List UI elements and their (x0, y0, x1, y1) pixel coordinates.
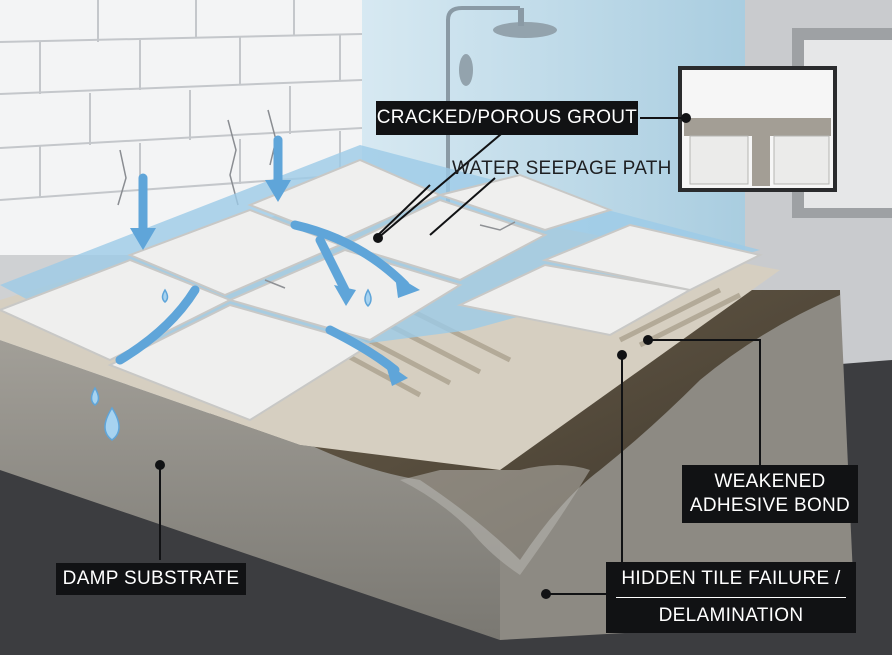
label-water-seepage: WATER SEEPAGE PATH (452, 158, 672, 180)
hidden-failure-text: HIDDEN TILE FAILURE / (621, 568, 841, 589)
label-weakened-adhesive: WEAKENED ADHESIVE BOND (682, 465, 858, 523)
efflorescence (400, 465, 590, 575)
damp-zone (300, 290, 840, 560)
adhesive-bond-text: ADHESIVE BOND (689, 495, 851, 516)
cracked-grout-text: CRACKED/POROUS GROUT (376, 107, 638, 128)
leader-lines (159, 117, 761, 595)
delamination-text: DELAMINATION (658, 605, 804, 626)
damp-substrate-text: DAMP SUBSTRATE (62, 568, 240, 589)
label-hidden-failure: HIDDEN TILE FAILURE / DELAMINATION (606, 562, 856, 633)
shower-fixture-icon (446, 6, 557, 250)
tile-cracks (264, 221, 516, 289)
water-seepage-text: WATER SEEPAGE PATH (452, 158, 672, 179)
slab-right-face (500, 290, 855, 640)
slab-front-face (0, 340, 500, 640)
water-drops (90, 288, 372, 441)
weakened-text: WEAKENED (714, 471, 826, 492)
label-damp-substrate: DAMP SUBSTRATE (56, 563, 246, 595)
arrowheads (130, 180, 420, 386)
label-divider (616, 597, 846, 598)
label-cracked-grout: CRACKED/POROUS GROUT (376, 101, 638, 135)
grout-inset (678, 66, 837, 192)
leader-dots (155, 113, 691, 599)
